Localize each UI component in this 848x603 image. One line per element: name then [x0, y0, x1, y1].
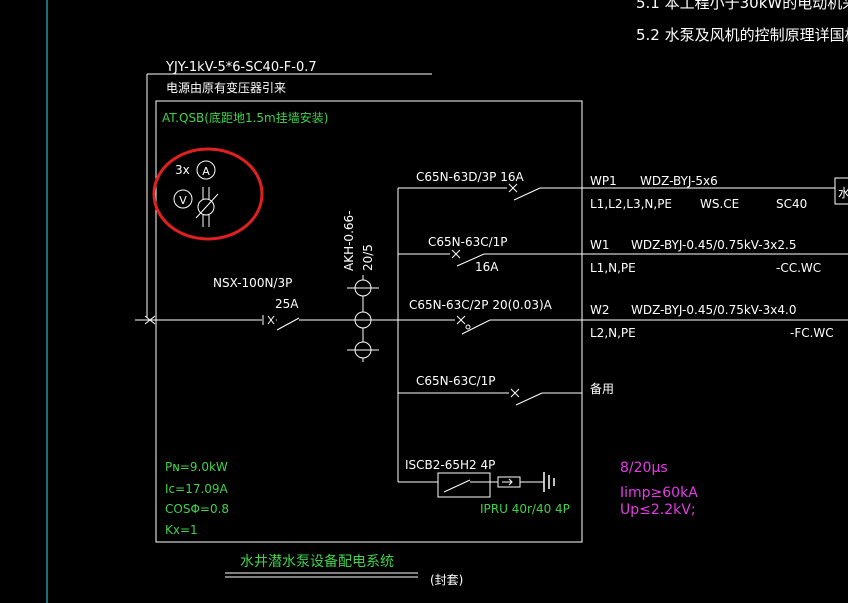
circuit-1-id: WP1 — [590, 174, 617, 188]
circuit-3-cable: WDZ-BYJ-0.45/0.75kV-3x4.0 — [631, 303, 796, 317]
diagram-title: 水井潜水泵设备配电系统 — [240, 553, 394, 570]
spd-branch: ISCB2-65H2 4P IPRU 40r/40 4P — [398, 458, 570, 516]
circuit-1-cable: WDZ-BYJ-5x6 — [640, 174, 718, 188]
spd-up: Up≤2.2kV; — [620, 502, 696, 518]
circuit-4-id: 备用 — [590, 382, 614, 396]
circuit-1-laying2: SC40 — [776, 197, 807, 211]
panel-name: AT.QSB(底距地1.5m挂墙安装) — [162, 110, 328, 125]
ct-model: AKH-0.66- — [342, 211, 356, 271]
param-kx: Kx=1 — [165, 523, 198, 537]
svg-text:A: A — [202, 165, 210, 178]
param-ic: Ic=17.09A — [165, 482, 229, 496]
main-breaker-symbol — [262, 312, 300, 331]
svg-text:水: 水 — [838, 186, 848, 200]
note-line-2: 5.2 水泵及风机的控制原理详国标 — [636, 26, 848, 44]
spd-imp: Iimp≥60kA — [620, 485, 698, 501]
circuit-2-breaker: C65N-63C/1P — [428, 235, 508, 249]
param-cos: COSΦ=0.8 — [165, 502, 229, 516]
circuit-3-id: W2 — [590, 303, 610, 317]
circuit-3-laying: -FC.WC — [790, 326, 834, 340]
svg-text:V: V — [179, 194, 187, 207]
highlight-circle — [152, 147, 264, 241]
spd-breaker-box — [437, 472, 491, 498]
circuit-2-phase: L1,N,PE — [590, 261, 636, 275]
ammeter-icon — [196, 160, 216, 180]
ct-ratio: 20/5 — [361, 244, 375, 271]
incoming-source-label: 电源由原有变压器引来 — [166, 80, 286, 95]
voltmeter-icon — [173, 189, 193, 209]
circuit-1-breaker: C65N-63D/3P 16A — [416, 170, 524, 184]
main-breaker-rating: 25A — [275, 297, 299, 311]
circuit-4-breaker: C65N-63C/1P — [416, 374, 496, 388]
circuit-2-laying: -CC.WC — [776, 261, 821, 275]
circuit-w1: C65N-63C/1P 16A W1 WDZ-BYJ-0.45/0.75kV-3… — [398, 235, 848, 275]
spd-wave: 8/20μs — [620, 460, 668, 476]
ammeter-count: 3x — [175, 163, 190, 177]
load-box-wp1 — [834, 177, 848, 205]
spd-model-label: IPRU 40r/40 4P — [480, 502, 570, 516]
switch-icon — [197, 198, 215, 216]
circuit-3-breaker: C65N-63C/2P 20(0.03)A — [409, 298, 553, 312]
note-line-1: 5.1 本工程小于30kW的电动机采 — [636, 0, 848, 12]
panel-box — [155, 100, 583, 543]
circuit-3-phase: L2,N,PE — [590, 326, 636, 340]
circuit-w2: C65N-63C/2P 20(0.03)A W2 WDZ-BYJ-0.45/0.… — [398, 298, 848, 340]
circuit-2-cable: WDZ-BYJ-0.45/0.75kV-3x2.5 — [631, 238, 796, 252]
incoming-cable-label: YJY-1kV-5*6-SC40-F-0.7 — [165, 60, 317, 75]
circuit-1-laying1: WS.CE — [700, 197, 739, 211]
spd-breaker-label: ISCB2-65H2 4P — [405, 458, 495, 472]
main-breaker-model: NSX-100N/3P — [213, 276, 292, 290]
circuit-spare: C65N-63C/1P 备用 — [398, 374, 614, 406]
circuit-wp1: 水 C65N-63D/3P 16A WP1 WDZ-BYJ-5x6 L1,L2,… — [398, 170, 848, 211]
circuit-2-id: W1 — [590, 238, 610, 252]
ct-symbols — [347, 275, 379, 362]
circuit-1-phase: L1,L2,L3,N,PE — [590, 197, 672, 211]
diagram-note: (封套) — [430, 573, 463, 587]
param-pn: Pɴ=9.0kW — [165, 460, 228, 474]
meter-group: 3x A V — [173, 160, 219, 227]
circuit-2-rating: 16A — [475, 260, 499, 274]
